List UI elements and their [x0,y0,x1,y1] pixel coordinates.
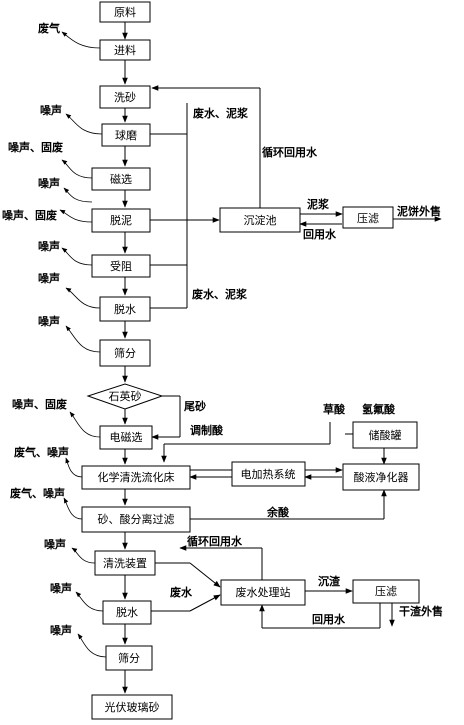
box-heater: 电加热系统 [231,461,306,487]
tailings-loop [151,395,181,440]
lower-wastewater-lines [151,545,395,629]
step-cleaner-label: 清洗装置 [103,557,147,570]
step-product-label: 光伏玻璃砂 [105,700,160,714]
label-sludge: 沉渣 [318,574,341,588]
step-mill: 球磨 [101,123,151,147]
step-cleaner: 清洗装置 [94,550,156,576]
label-excess-acid: 余酸 [266,505,290,519]
press2-label: 压滤 [375,585,397,598]
step-raw-label: 原料 [114,5,136,19]
step-feed-label: 进料 [114,43,136,57]
emission-cleaner: 噪声 [44,537,66,551]
emission-desliming-solid: 噪声、固废 [2,208,57,222]
label-oxalic: 草酸 [323,402,346,416]
step-chem-bed-label: 化学清洗流化床 [98,470,175,484]
label-wastewater-mud-bottom: 废水、泥浆 [192,287,248,301]
step-dewater1-label: 脱水 [114,302,136,316]
label-mud: 泥浆 [307,197,330,211]
label-tailings: 尾砂 [183,399,206,413]
flow-labels: 废水、泥浆 循环回用水 泥浆 回用水 泥饼外售 废水、泥浆 尾砂 调制酸 草酸 … [170,106,443,626]
step-scrub: 受阻 [91,254,151,278]
upper-wastewater-lines [150,85,442,309]
step-screen2-label: 筛分 [118,651,140,665]
step-desliming-label: 脱泥 [110,213,132,227]
label-return-water-2: 回用水 [312,612,346,626]
step-screen2: 筛分 [105,645,153,671]
label-recycle-water-bottom: 循环回用水 [187,534,243,548]
step-separate-label: 砂、酸分离过滤 [98,512,175,526]
box-acid-tank: 储酸罐 [352,421,418,449]
step-dewater1: 脱水 [99,296,151,322]
step-magnetic-label: 磁选 [110,173,132,186]
label-hf: 氢氟酸 [362,402,396,416]
emission-arrows [59,31,107,658]
emission-labels: 废气 噪声 噪声、固废 噪声 噪声、固废 噪声 噪声 噪声 噪声、固废 废气、噪… [2,21,72,637]
sediment-tank-label: 沉淀池 [244,213,277,227]
step-electromag-label: 电磁选 [110,431,143,444]
step-dewater2-label: 脱水 [116,605,138,619]
box-sediment-tank: 沉淀池 [219,207,301,233]
emission-screen1: 噪声 [38,271,60,285]
heater-label: 电加热系统 [241,468,296,481]
label-wastewater: 废水 [170,585,193,599]
step-quartz: 石英砂 [86,383,164,410]
step-quartz-label: 石英砂 [109,389,142,403]
label-mud-cake: 泥饼外售 [397,204,441,218]
wwtp-label: 废水处理站 [236,585,291,599]
acid-purifier-label: 酸液净化器 [354,470,409,484]
emission-magnetic: 噪声、固废 [8,140,63,154]
label-return-water-1: 回用水 [303,227,337,241]
label-recycle-water-top: 循环回用水 [262,145,318,159]
step-feed: 进料 [99,39,151,61]
step-electromag: 电磁选 [99,425,153,450]
emission-mill: 噪声 [40,103,62,117]
emission-chem-bed: 废气、噪声 [14,445,69,459]
label-prepare-acid: 调制酸 [190,423,224,437]
emission-dewater2: 噪声 [50,581,72,595]
press1-label: 压滤 [357,212,379,225]
step-magnetic: 磁选 [91,167,151,191]
step-wash: 洗砂 [99,85,151,109]
emission-screen2: 噪声 [50,623,72,637]
step-wash-label: 洗砂 [114,91,136,104]
box-wwtp: 废水处理站 [220,579,306,606]
label-wastewater-mud-top: 废水、泥浆 [193,106,249,120]
label-dry-slag: 干渣外售 [399,604,443,618]
step-screen1: 筛分 [99,339,151,367]
emission-electromag: 噪声、固废 [12,397,67,411]
step-raw: 原料 [99,1,151,23]
emission-feed: 废气 [38,21,60,35]
step-dewater2: 脱水 [102,600,152,625]
step-screen1-label: 筛分 [114,346,136,360]
acid-tank-label: 储酸罐 [369,428,402,442]
emission-separate: 废气、噪声 [10,486,65,500]
emission-desliming-noise: 噪声 [38,176,60,190]
step-desliming: 脱泥 [91,208,151,233]
box-press2: 压滤 [352,579,420,604]
step-mill-label: 球磨 [115,128,137,142]
box-acid-purifier: 酸液净化器 [342,463,420,491]
emission-dewater1: 噪声 [38,239,60,253]
step-product: 光伏玻璃砂 [91,694,173,720]
step-chem-bed: 化学清洗流化床 [81,465,191,490]
step-separate: 砂、酸分离过滤 [81,506,191,533]
step-scrub-label: 受阻 [110,260,132,273]
box-press1: 压滤 [342,206,394,229]
emission-screen1-b: 噪声 [38,314,60,328]
